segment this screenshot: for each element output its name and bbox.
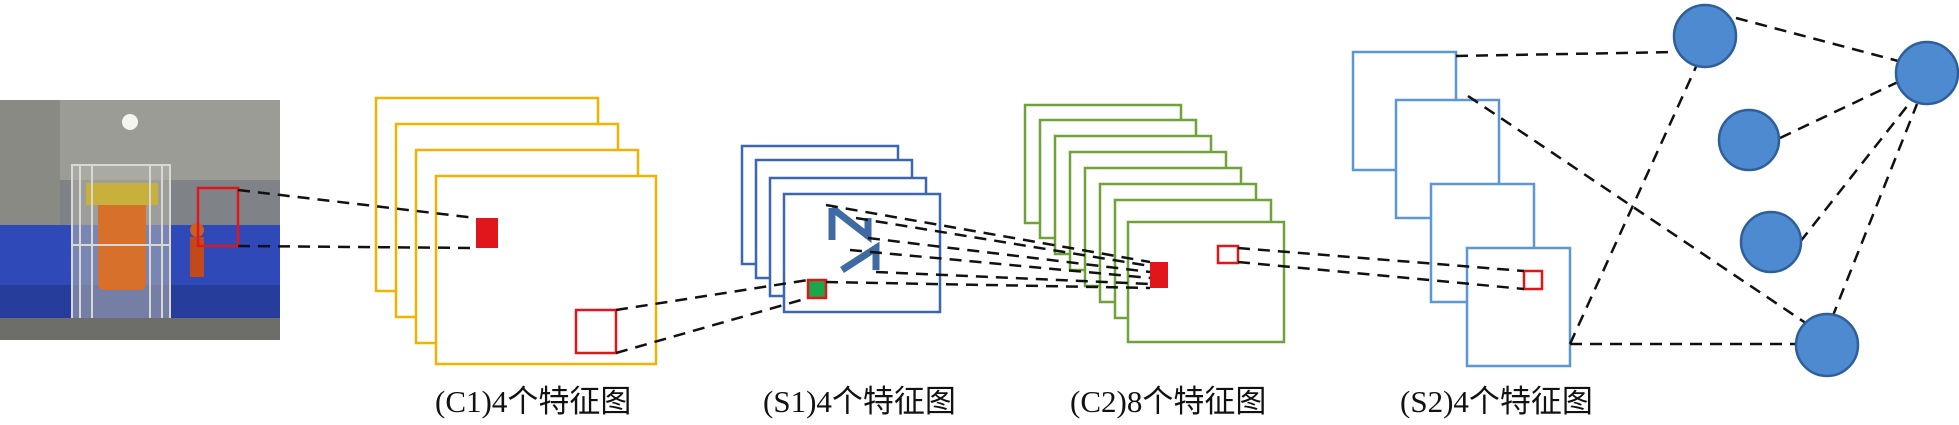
c1-filled-unit [476,218,498,248]
s2-unit [1522,269,1544,291]
c1-receptive-field [574,308,618,355]
caption-c1: (C1)4个特征图 [435,384,631,419]
connections [237,16,1919,355]
caption-c2: (C2)8个特征图 [1070,384,1266,419]
c2-feature-maps [1023,103,1286,344]
input-image [0,100,280,340]
c1-feature-maps [374,96,658,366]
c2-filled-unit [1150,262,1168,288]
hidden-nodes [1672,3,1860,378]
c1-map-4 [434,174,658,366]
s2-feature-maps [1351,50,1572,368]
caption-s2: (S2)4个特征图 [1400,384,1593,419]
hidden-node-2 [1717,108,1781,172]
zigzag-glyph-icon [828,205,880,273]
hidden-node-4 [1794,312,1860,378]
hidden-node-3 [1739,210,1803,274]
s1-green-unit [806,278,828,300]
s2-map-4 [1465,246,1572,368]
caption-s1: (S1)4个特征图 [763,384,956,419]
output-node [1894,40,1959,106]
c2-source-unit [1216,244,1240,265]
hidden-node-1 [1672,3,1738,69]
s1-feature-maps [740,144,942,314]
